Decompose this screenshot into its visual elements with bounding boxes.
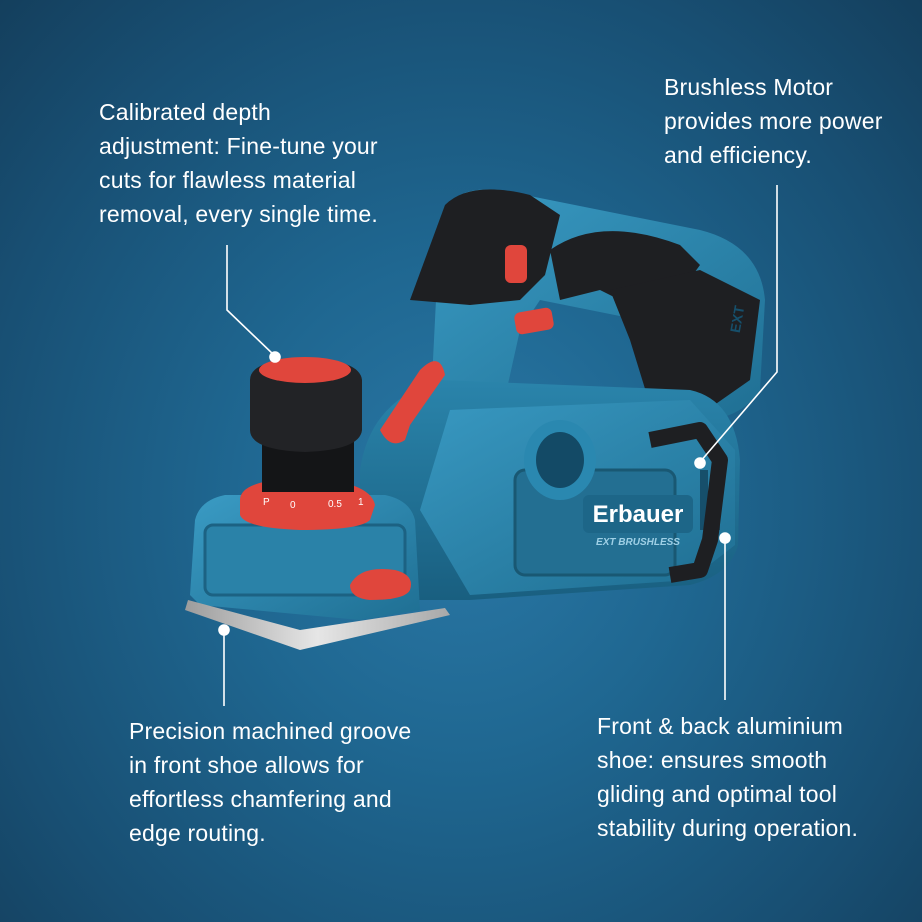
callout-leaders xyxy=(218,185,778,706)
dial-mark-05: 0.5 xyxy=(328,499,342,510)
shoe-lock-knob-icon xyxy=(350,569,411,600)
leader-dot-depth xyxy=(269,351,281,363)
handle-mark: EXT xyxy=(727,304,748,334)
handle xyxy=(410,189,765,420)
callout-line: adjustment: Fine-tune your xyxy=(99,133,378,159)
depth-adjustment-knob: P 0 0.5 1 xyxy=(240,357,375,530)
chip-ejection-lever-icon xyxy=(380,361,445,444)
callout-line: gliding and optimal tool xyxy=(597,781,838,807)
aluminium-front-shoe xyxy=(185,600,450,650)
callout-line: Brushless Motor xyxy=(664,74,834,100)
callout-line: shoe: ensures smooth xyxy=(597,747,828,773)
motor-housing: Erbauer EXT BRUSHLESS EXT xyxy=(360,304,747,600)
callout-line: Calibrated depth xyxy=(99,99,271,125)
dial-mark-0: 0 xyxy=(290,500,296,511)
dial-mark-1: 1 xyxy=(358,497,364,508)
callout-brushless-motor: Brushless Motor provides more power and … xyxy=(664,70,883,172)
trigger-icon xyxy=(505,245,527,283)
callout-aluminium-shoe: Front & back aluminium shoe: ensures smo… xyxy=(597,709,858,845)
series-badge: EXT BRUSHLESS xyxy=(596,537,680,548)
callout-line: edge routing. xyxy=(129,820,266,846)
leader-motor xyxy=(699,185,778,463)
depth-knob-grip xyxy=(250,358,362,452)
callout-depth-adjustment: Calibrated depth adjustment: Fine-tune y… xyxy=(99,95,378,231)
callout-line: and efficiency. xyxy=(664,142,812,168)
callout-line: Precision machined groove xyxy=(129,718,412,744)
leader-dot-shoe xyxy=(719,532,731,544)
callout-line: cuts for flawless material xyxy=(99,167,356,193)
brand-logo: Erbauer xyxy=(593,501,684,528)
callout-line: effortless chamfering and xyxy=(129,786,392,812)
front-shoe-assembly xyxy=(185,495,450,650)
callout-line: removal, every single time. xyxy=(99,201,378,227)
lock-off-button-icon xyxy=(514,307,554,335)
callout-precision-groove: Precision machined groove in front shoe … xyxy=(129,714,411,850)
leader-depth xyxy=(226,245,276,357)
depth-knob-cap xyxy=(259,357,351,383)
callout-line: stability during operation. xyxy=(597,815,859,841)
callout-line: Front & back aluminium xyxy=(597,713,843,739)
front-grip-pad xyxy=(610,270,760,415)
callout-line: provides more power xyxy=(664,108,883,134)
leader-dot-motor xyxy=(694,457,706,469)
callout-line: in front shoe allows for xyxy=(129,752,364,778)
brand-logo-plate xyxy=(583,495,693,533)
dial-mark-p: P xyxy=(263,497,270,508)
leader-dot-groove xyxy=(218,624,230,636)
